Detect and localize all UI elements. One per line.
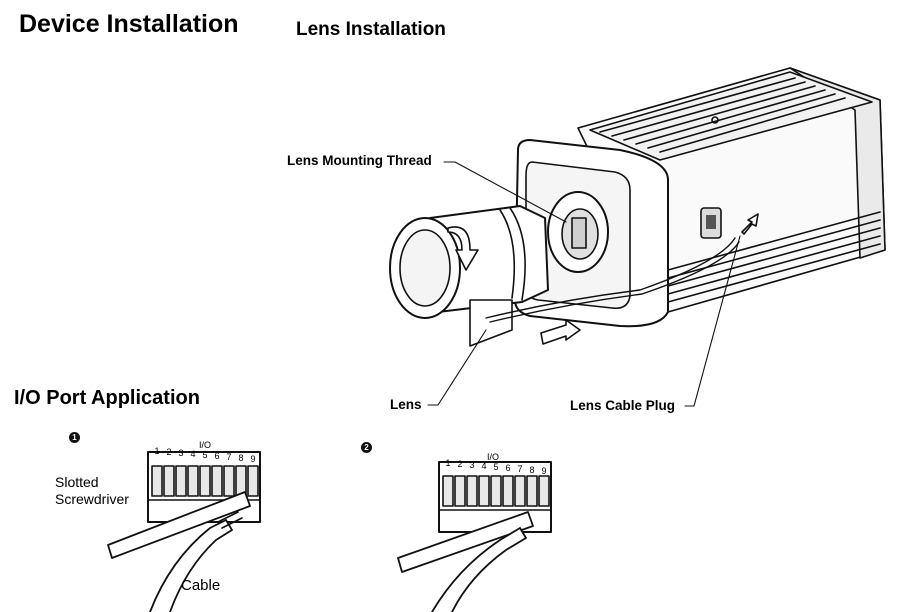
pin-number: 1 [445, 458, 451, 468]
pin-number: 2 [166, 447, 172, 457]
pin-number: 4 [190, 449, 196, 459]
io-label-block-2: I/O [487, 452, 500, 462]
pin-number: 9 [541, 466, 547, 476]
pin-number: 8 [238, 453, 244, 463]
step-2-marker: 2 [361, 442, 372, 453]
terminal-block-2 [397, 461, 552, 612]
pin-number: 6 [214, 451, 220, 461]
pin-number: 5 [493, 462, 499, 472]
lens-drawing [389, 205, 740, 347]
terminal-block-1 [107, 451, 261, 612]
lens-mounting-thread-label: Lens Mounting Thread [287, 153, 432, 168]
io-port-application-heading: I/O Port Application [14, 387, 200, 409]
slotted-screwdriver-label: Slotted Screwdriver [55, 474, 129, 507]
pin-number: 7 [226, 452, 232, 462]
pin-number: 3 [178, 448, 184, 458]
lens-installation-heading: Lens Installation [296, 19, 446, 40]
pin-number: 1 [154, 446, 160, 456]
pin-number: 8 [529, 465, 535, 475]
pin-number: 4 [481, 461, 487, 471]
device-installation-heading: Device Installation [19, 10, 239, 38]
cable-label: Cable [181, 577, 221, 594]
pin-number: 2 [457, 459, 463, 469]
step-1-marker: 1 [69, 432, 80, 443]
io-label-block-1: I/O [199, 440, 212, 450]
pin-number: 3 [469, 460, 475, 470]
pin-number: 7 [517, 464, 523, 474]
pin-number: 9 [250, 454, 256, 464]
lens-cable-plug-label: Lens Cable Plug [570, 398, 676, 413]
lens-label: Lens [390, 397, 422, 412]
pin-number: 5 [202, 450, 208, 460]
pin-number: 6 [505, 463, 511, 473]
camera-body [514, 67, 886, 328]
